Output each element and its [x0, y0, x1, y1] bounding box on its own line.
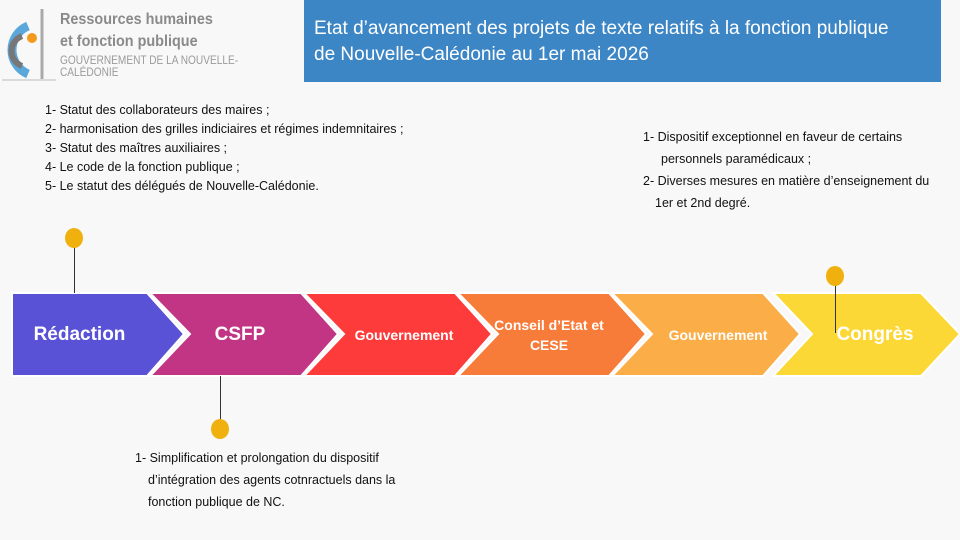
- list-item: personnels paramédicaux ;: [661, 152, 812, 166]
- step-gouvernement-shape: [301, 292, 494, 377]
- step-gouvernement2-shape: [609, 292, 802, 377]
- milestone-dot: [65, 228, 83, 248]
- step-conseil-shape: [455, 292, 648, 377]
- logo: Ressources humaines et fonction publique…: [0, 0, 300, 85]
- milestone-dot: [826, 266, 844, 286]
- step-redaction-label: Rédaction: [33, 323, 126, 345]
- list-item: 1- Statut des collaborateurs des maires …: [45, 103, 270, 117]
- step-csfp-shape: [147, 292, 340, 377]
- list-item: fonction publique de NC.: [148, 495, 285, 509]
- step-gouvernement-label: Gouvernement: [354, 326, 454, 343]
- step-gouvernement2-label: Gouvernement: [668, 326, 768, 343]
- list-item: 1- Dispositif exceptionnel en faveur de …: [643, 130, 903, 144]
- step-csfp-label: CSFP: [214, 323, 266, 345]
- step-conseil-label: Conseil d’Etat et CESE: [494, 316, 604, 353]
- step-congres-label: Congrès: [836, 323, 914, 345]
- logo-emblem-icon: [2, 9, 56, 81]
- logo-line1: Ressources humaines: [60, 11, 213, 28]
- list-item: 4- Le code de la fonction publique ;: [45, 160, 240, 174]
- list-item: 2- harmonisation des grilles indiciaires…: [45, 122, 404, 136]
- congres-list: 1- Dispositif exceptionnel en faveur de …: [643, 126, 929, 214]
- list-item: 5- Le statut des délégués de Nouvelle-Ca…: [45, 179, 319, 193]
- csfp-list: 1- Simplification et prolongation du dis…: [135, 447, 395, 513]
- connector-line: [220, 376, 221, 420]
- step-redaction-shape: [11, 292, 186, 377]
- connector-line: [835, 285, 836, 333]
- list-item: 3- Statut des maîtres auxiliaires ;: [45, 141, 228, 155]
- title-line1: Etat d’avancement des projets de texte r…: [314, 18, 889, 39]
- step-congres-shape: [770, 292, 960, 377]
- logo-line2: et fonction publique: [60, 33, 198, 50]
- connector-line: [74, 246, 75, 293]
- list-item: 2- Diverses mesures en matière d’enseign…: [643, 174, 930, 188]
- logo-line3: GOUVERNEMENT DE LA NOUVELLE-CALÉDONIE: [60, 55, 239, 79]
- list-item: d’intégration des agents cotnractuels da…: [148, 473, 396, 487]
- redaction-list: 1- Statut des collaborateurs des maires …: [45, 101, 404, 196]
- title-banner: Etat d’avancement des projets de texte r…: [304, 0, 941, 82]
- list-item: 1er et 2nd degré.: [655, 196, 751, 210]
- milestone-dot: [211, 419, 229, 439]
- list-item: 1- Simplification et prolongation du dis…: [135, 451, 379, 465]
- title-line2: de Nouvelle-Calédonie au 1er mai 2026: [314, 44, 649, 65]
